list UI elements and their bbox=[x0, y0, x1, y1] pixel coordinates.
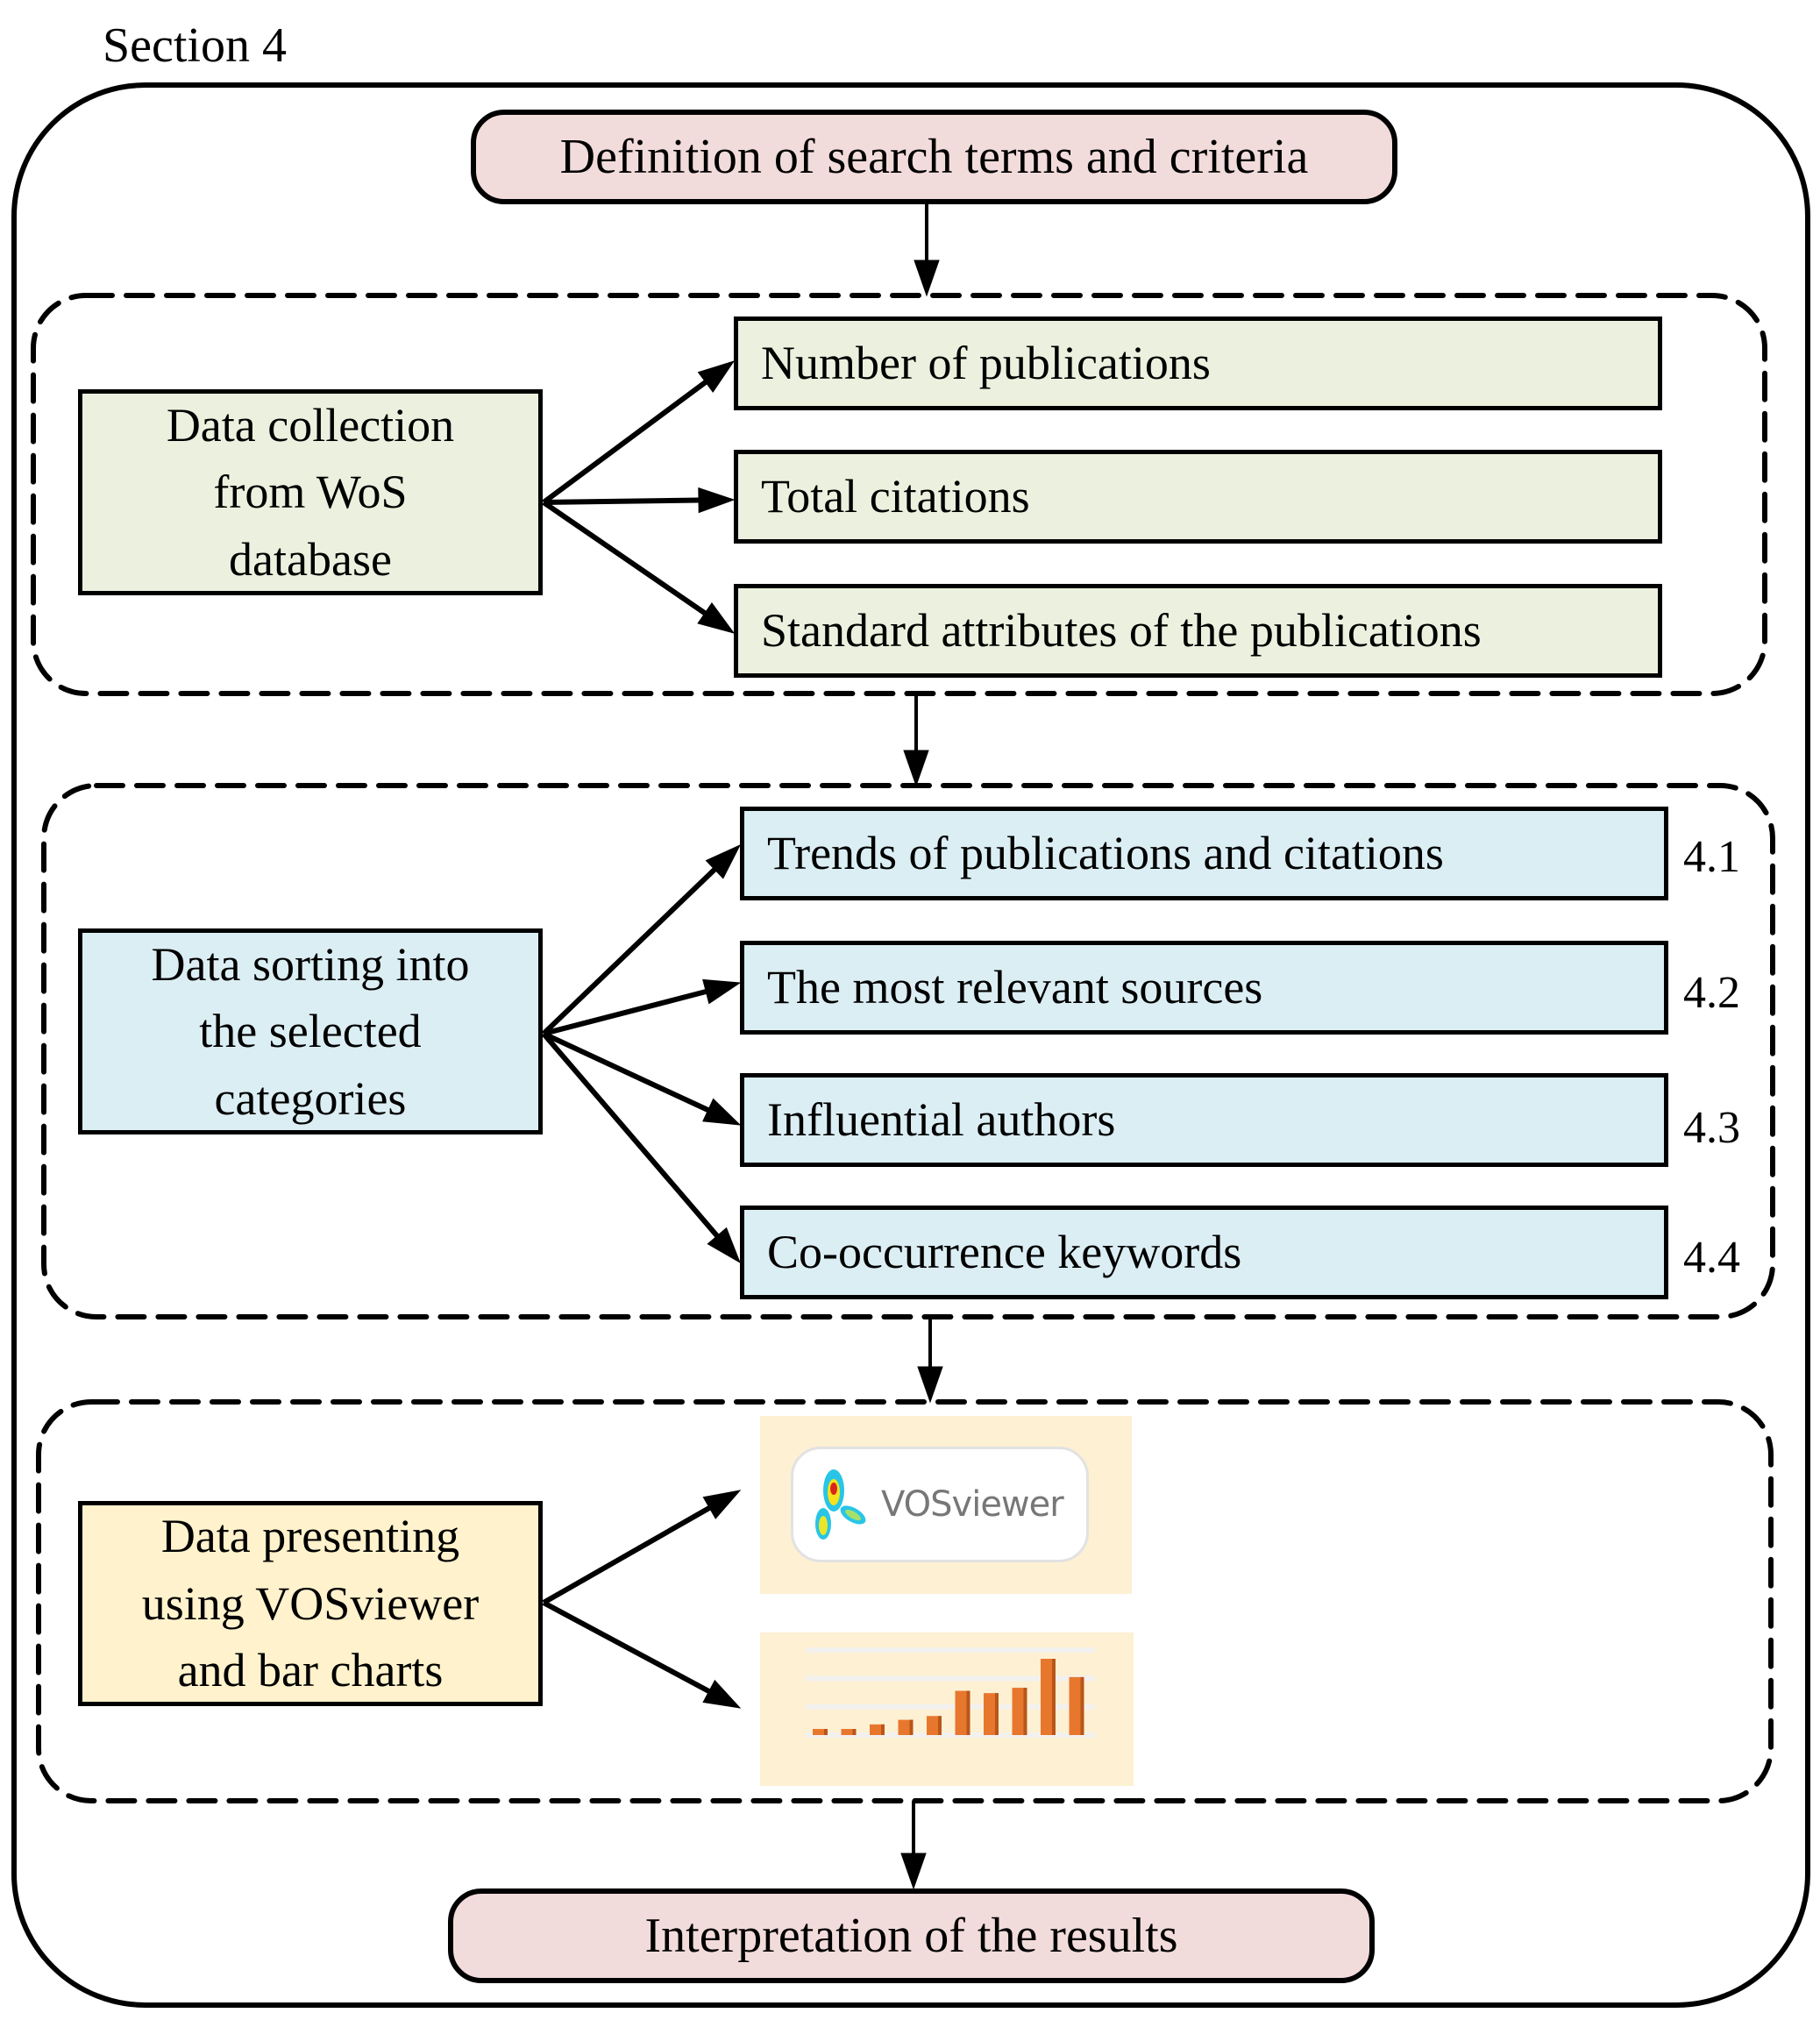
mini-chart-bar bbox=[898, 1719, 914, 1735]
section-number-4-4: 4.4 bbox=[1683, 1233, 1740, 1283]
data-collection-line-3: database bbox=[229, 532, 392, 586]
data-presenting-box: Data presenting using VOSviewer and bar … bbox=[78, 1501, 543, 1706]
section-frame bbox=[11, 82, 1810, 2008]
sorting-group-frame bbox=[41, 783, 1775, 1319]
data-sorting-label: Data sorting into the selected categorie… bbox=[152, 931, 470, 1133]
data-presenting-line-2: using VOSviewer bbox=[141, 1576, 480, 1630]
arrow-collection-to-attributes bbox=[542, 500, 736, 634]
output-label: Total citations bbox=[761, 470, 1030, 523]
category-label: The most relevant sources bbox=[767, 961, 1263, 1014]
presenting-group-frame bbox=[36, 1399, 1774, 1803]
output-label: Standard attributes of the publications bbox=[761, 604, 1482, 658]
data-sorting-box: Data sorting into the selected categorie… bbox=[78, 928, 543, 1134]
arrow-sorting-to-authors bbox=[542, 1031, 742, 1126]
mini-chart-gridline bbox=[806, 1675, 1095, 1682]
start-node-label: Definition of search terms and criteria bbox=[559, 130, 1309, 184]
mini-chart-bar-shade bbox=[938, 1716, 942, 1735]
data-sorting-line-1: Data sorting into bbox=[151, 937, 470, 991]
mini-chart-gridline bbox=[806, 1703, 1095, 1710]
bar-chart-icon bbox=[806, 1647, 1095, 1738]
section-number-4-1: 4.1 bbox=[1683, 832, 1740, 882]
arrow-sorting-to-trends bbox=[541, 843, 742, 1036]
mini-chart-gridline bbox=[806, 1732, 1095, 1738]
mini-chart-bar-shade bbox=[966, 1690, 970, 1735]
arrow-collection-to-citations bbox=[543, 487, 736, 514]
output-label: Number of publications bbox=[761, 337, 1211, 390]
arrow-sorting-to-sources bbox=[543, 978, 742, 1036]
mini-chart-bar-shade bbox=[881, 1724, 885, 1735]
mini-chart-bar bbox=[1069, 1676, 1084, 1735]
category-label: Co-occurrence keywords bbox=[767, 1226, 1242, 1279]
mini-chart-bar bbox=[813, 1729, 828, 1735]
end-node-label: Interpretation of the results bbox=[644, 1909, 1178, 1963]
arrow-presenting-to-end bbox=[900, 1801, 927, 1890]
data-collection-box: Data collection from WoS database bbox=[78, 389, 543, 595]
category-label: Influential authors bbox=[767, 1093, 1116, 1147]
mini-chart-bar-shade bbox=[909, 1719, 914, 1735]
vosviewer-badge: VOSviewer bbox=[791, 1447, 1089, 1562]
start-node-definition: Definition of search terms and criteria bbox=[471, 110, 1397, 204]
data-collection-label: Data collection from WoS database bbox=[167, 392, 454, 594]
data-presenting-line-3: and bar charts bbox=[177, 1644, 444, 1697]
category-cooccurrence-keywords: Co-occurrence keywords bbox=[740, 1206, 1668, 1299]
data-sorting-line-2: the selected bbox=[199, 1005, 422, 1058]
data-collection-line-2: from WoS bbox=[213, 466, 408, 519]
mini-chart-bar bbox=[841, 1729, 857, 1735]
output-number-of-publications: Number of publications bbox=[734, 317, 1662, 410]
arrow-start-to-collection bbox=[914, 204, 940, 297]
data-presenting-label: Data presenting using VOSviewer and bar … bbox=[142, 1503, 480, 1704]
vosviewer-logo-thumbnail: VOSviewer bbox=[760, 1416, 1132, 1594]
mini-chart-bar bbox=[1012, 1688, 1027, 1735]
bar-chart-thumbnail bbox=[760, 1632, 1134, 1786]
data-collection-line-1: Data collection bbox=[166, 398, 455, 452]
mini-chart-bar-shade bbox=[824, 1729, 828, 1735]
vosviewer-logo-icon bbox=[815, 1469, 866, 1540]
mini-chart-bar-shade bbox=[852, 1729, 857, 1735]
mini-chart-bar bbox=[984, 1693, 999, 1735]
mini-chart-bar bbox=[870, 1724, 885, 1735]
mini-chart-bar bbox=[955, 1690, 970, 1735]
data-sorting-line-3: categories bbox=[214, 1071, 407, 1125]
arrow-presenting-to-vosviewer bbox=[542, 1490, 742, 1605]
mini-chart-bar-shade bbox=[1023, 1688, 1027, 1735]
section-number-4-3: 4.3 bbox=[1683, 1103, 1740, 1153]
arrow-sorting-to-keywords bbox=[541, 1032, 741, 1264]
arrow-collection-to-publications bbox=[542, 360, 736, 505]
category-label: Trends of publications and citations bbox=[767, 827, 1444, 880]
arrow-sorting-to-presenting bbox=[917, 1317, 943, 1404]
mini-chart-bar-shade bbox=[1052, 1659, 1056, 1735]
end-node-interpretation: Interpretation of the results bbox=[448, 1888, 1375, 1983]
mini-chart-bar-shade bbox=[995, 1693, 999, 1735]
arrow-presenting-to-barchart bbox=[542, 1600, 742, 1709]
vosviewer-logo-text: VOSviewer bbox=[881, 1484, 1064, 1525]
mini-chart-bar bbox=[927, 1716, 942, 1735]
category-relevant-sources: The most relevant sources bbox=[740, 941, 1668, 1035]
category-influential-authors: Influential authors bbox=[740, 1073, 1668, 1167]
collection-group-frame bbox=[31, 293, 1767, 696]
arrow-collection-to-sorting bbox=[903, 693, 929, 787]
section-number-4-2: 4.2 bbox=[1683, 968, 1740, 1018]
data-presenting-line-1: Data presenting bbox=[160, 1510, 460, 1562]
output-total-citations: Total citations bbox=[734, 450, 1662, 544]
output-standard-attributes: Standard attributes of the publications bbox=[734, 584, 1662, 678]
mini-chart-gridline bbox=[806, 1647, 1095, 1653]
mini-chart-bar-shade bbox=[1080, 1676, 1084, 1735]
section-title: Section 4 bbox=[103, 18, 287, 73]
category-trends: Trends of publications and citations bbox=[740, 807, 1668, 900]
mini-chart-bar bbox=[1041, 1659, 1056, 1735]
